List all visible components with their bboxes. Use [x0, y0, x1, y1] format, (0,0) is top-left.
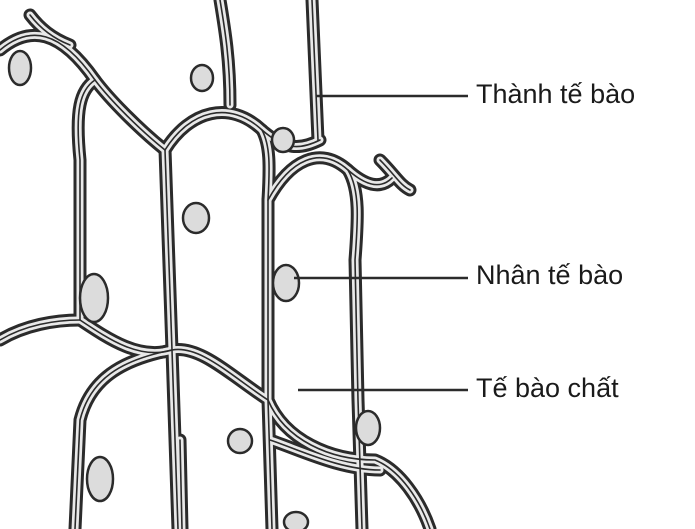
- label-cytoplasm: Tế bào chất: [476, 375, 619, 402]
- nucleus: [356, 411, 380, 445]
- nucleus: [87, 457, 113, 501]
- label-cell-wall: Thành tế bào: [476, 81, 635, 108]
- nucleus: [9, 51, 31, 85]
- nucleus: [273, 265, 299, 301]
- nucleus: [80, 274, 108, 322]
- label-nucleus: Nhân tế bào: [476, 262, 623, 289]
- nucleus: [228, 429, 252, 453]
- nucleus: [183, 203, 209, 233]
- nucleus: [284, 512, 308, 529]
- cell-walls: [0, 0, 430, 529]
- nucleus: [191, 65, 213, 91]
- nucleus: [272, 128, 294, 152]
